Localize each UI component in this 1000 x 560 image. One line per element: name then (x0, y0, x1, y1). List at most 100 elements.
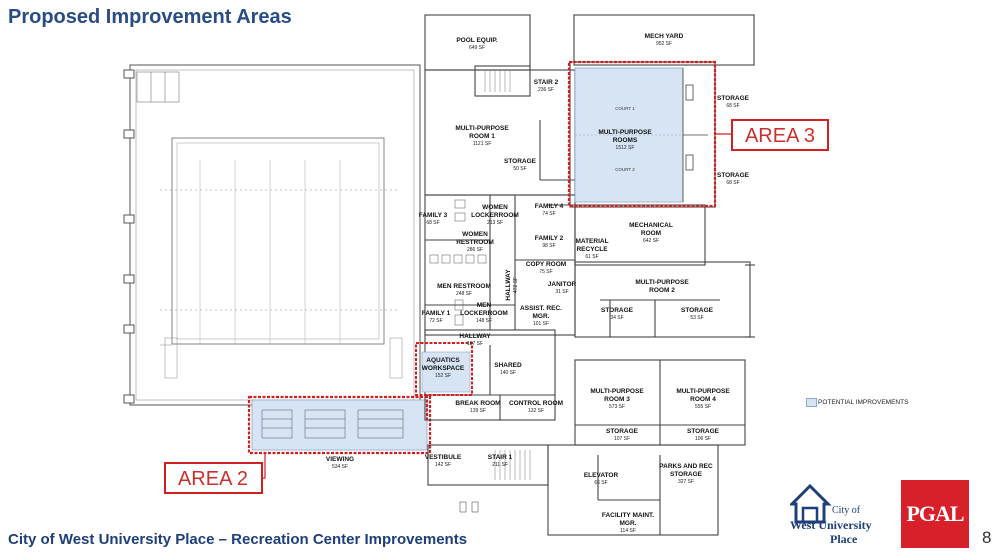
area2-outline (247, 395, 432, 455)
pool-hall (123, 64, 421, 406)
storage-mp4-sf: 106 SF (695, 436, 711, 442)
storage-a3-top-label: STORAGE (717, 95, 750, 102)
men-restroom-sf: 248 SF (456, 291, 472, 297)
storage-a3-top-sf: 68 SF (726, 103, 739, 109)
area2-tag: AREA 2 (178, 468, 248, 490)
hallway-horizontal-sf: 187 SF (467, 341, 483, 347)
viewing-room (251, 399, 428, 451)
vestibule-label: VESTIBULE (425, 454, 462, 461)
slide-title: Proposed Improvement Areas (8, 6, 292, 28)
vestibule-sf: 142 SF (435, 462, 451, 468)
page-number: 8 (982, 528, 992, 547)
mp-room2-label-1: MULTI-PURPOSE (635, 279, 689, 286)
stair1-label: STAIR 1 (488, 454, 513, 461)
control-room-sf: 132 SF (528, 408, 544, 414)
storage-a3-bot-label: STORAGE (717, 172, 750, 179)
pgal-logo: PGAL (901, 480, 969, 548)
storage-mp2b-label: STORAGE (681, 307, 714, 314)
men-locker-label-1: MEN (477, 302, 492, 309)
women-locker-sf: 213 SF (487, 220, 503, 226)
mech-yard-label: MECH YARD (645, 33, 684, 40)
copy-room-sf: 75 SF (539, 269, 552, 275)
storage-mp1-sf: 50 SF (513, 166, 526, 172)
parks-storage-label-2: STORAGE (670, 471, 703, 478)
mp-room3-label-1: MULTI-PURPOSE (590, 388, 644, 395)
mechanical-room-label-2: ROOM (641, 230, 661, 237)
mechanical-room-sf: 642 SF (643, 238, 659, 244)
city-logo-house-icon (790, 483, 832, 524)
facility-maint-label-1: FACILITY MAINT. (602, 512, 654, 519)
area3-tag: AREA 3 (745, 125, 815, 147)
women-restroom-label-2: RESTROOM (456, 239, 494, 246)
mp-room1-label-2: ROOM 1 (469, 133, 495, 140)
women-restroom-label-1: WOMEN (462, 231, 488, 238)
mp-room1-sf: 1121 SF (473, 141, 492, 147)
storage-mp2a-sf: 34 SF (610, 315, 623, 321)
pool-equip-label: POOL EQUIP. (456, 37, 497, 44)
city-logo-name-line2: Place (830, 532, 858, 546)
building-walls (424, 14, 755, 536)
storage-mp3-label: STORAGE (606, 428, 639, 435)
area2-tag-box (164, 462, 263, 494)
family2-sf: 98 SF (542, 243, 555, 249)
aquatics-label-2: WORKSPACE (422, 365, 465, 372)
hallway-horizontal-label: HALLWAY (459, 333, 491, 340)
mp-room3-sf: 573 SF (609, 404, 625, 410)
assist-rec-label-1: ASSIST. REC. (520, 305, 562, 312)
court2-label: COURT 2 (615, 167, 635, 172)
mechanical-room-label-1: MECHANICAL (629, 222, 673, 229)
shared-label: SHARED (494, 362, 522, 369)
women-restroom-sf: 286 SF (467, 247, 483, 253)
mp-rooms-sf: 1512 SF (616, 145, 635, 151)
mp-rooms-label-2: ROOMS (613, 137, 638, 144)
family1-label: FAMILY 1 (422, 310, 451, 317)
shared-sf: 140 SF (500, 370, 516, 376)
slide-footer: City of West University Place – Recreati… (8, 531, 468, 548)
viewing-label: VIEWING (326, 456, 354, 463)
stair2-sf: 236 SF (538, 87, 554, 93)
family3-sf: 68 SF (426, 220, 439, 226)
men-restroom-label: MEN RESTROOM (437, 283, 491, 290)
women-locker-label-2: LOCKERROOM (471, 212, 519, 219)
aquatics-sf: 152 SF (435, 373, 451, 379)
pool-basin (160, 137, 403, 379)
mp-room1-label-1: MULTI-PURPOSE (455, 125, 509, 132)
men-locker-label-2: LOCKERROOM (460, 310, 508, 317)
aquatics-highlight (421, 351, 471, 393)
storage-mp2b-sf: 53 SF (690, 315, 703, 321)
mp-room4-sf: 555 SF (695, 404, 711, 410)
break-room-sf: 139 SF (470, 408, 486, 414)
stair2-label: STAIR 2 (534, 79, 559, 86)
hallway-vertical-sf: 472 SF (513, 277, 519, 293)
city-logo-name-line1: West University (790, 518, 872, 532)
mp-room3-label-2: ROOM 3 (604, 396, 630, 403)
men-locker-sf: 148 SF (476, 318, 492, 324)
entry-bollards (459, 501, 479, 513)
parks-storage-sf: 327 SF (678, 479, 694, 485)
storage-mp1-label: STORAGE (504, 158, 537, 165)
hallway-vertical-label: HALLWAY (505, 269, 512, 301)
legend-swatch (806, 398, 817, 407)
mech-yard-sf: 952 SF (656, 41, 672, 47)
pool-equip-sf: 649 SF (469, 45, 485, 51)
storage-a3-bot-sf: 68 SF (726, 180, 739, 186)
stair-2-treads (484, 70, 511, 92)
mp-room4-label-2: ROOM 4 (690, 396, 716, 403)
women-locker-label-1: WOMEN (482, 204, 508, 211)
break-room-label: BREAK ROOM (455, 400, 500, 407)
family1-sf: 72 SF (429, 318, 442, 324)
elevator-sf: 66 SF (594, 480, 607, 486)
elevator-label: ELEVATOR (584, 472, 619, 479)
stair1-sf: 211 SF (492, 462, 508, 468)
janitor-label: JANITOR (548, 281, 577, 288)
family2-label: FAMILY 2 (535, 235, 564, 242)
stair-1-treads (494, 450, 531, 480)
viewing-sf: 534 SF (332, 464, 348, 470)
material-recycle-label-2: RECYCLE (576, 246, 608, 253)
material-recycle-sf: 61 SF (585, 254, 598, 260)
material-recycle-label-1: MATERIAL (575, 238, 608, 245)
storage-mp3-sf: 107 SF (614, 436, 630, 442)
storage-area3 (682, 68, 708, 202)
assist-rec-label-2: MGR. (533, 313, 550, 320)
facility-maint-label-2: MGR. (620, 520, 637, 527)
